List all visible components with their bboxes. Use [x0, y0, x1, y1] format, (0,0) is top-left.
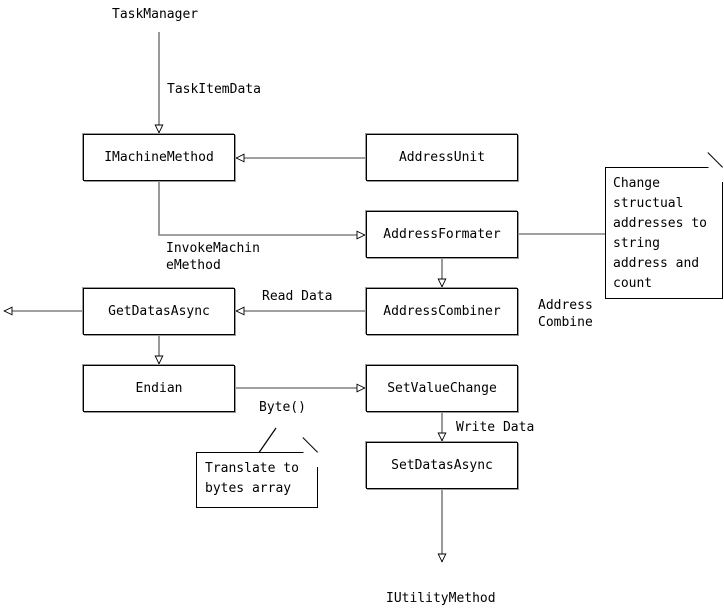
- node-getdatasasync[interactable]: GetDatasAsync: [83, 288, 235, 335]
- label-invokemachinemethod: InvokeMachin eMethod: [166, 241, 260, 273]
- node-endian[interactable]: Endian: [83, 365, 235, 412]
- note-outline: [605, 167, 723, 299]
- node-setdatasasync[interactable]: SetDatasAsync: [366, 442, 518, 489]
- note-text: Change structual addresses to string add…: [613, 176, 707, 291]
- note-fold-icon: [708, 167, 723, 182]
- label-readdata: Read Data: [262, 289, 333, 304]
- node-imachinemethod[interactable]: IMachineMethod: [83, 134, 235, 181]
- note-translate-bytes[interactable]: Translate to bytes array: [196, 437, 318, 508]
- label-writedata: Write Data: [456, 420, 535, 435]
- edge-imachinemethod-to-addressformater: [158, 181, 365, 235]
- label-addresscombine: Address Combine: [538, 298, 593, 330]
- label-bytecall: Byte(): [259, 400, 306, 415]
- label-taskitemdata: TaskItemData: [167, 82, 261, 97]
- node-setvaluechange[interactable]: SetValueChange: [366, 365, 518, 412]
- note-fold-icon: [303, 452, 318, 467]
- node-label: AddressCombiner: [383, 304, 501, 319]
- note-text: Translate to bytes array: [205, 461, 299, 496]
- node-label: SetValueChange: [387, 381, 497, 396]
- label-iutilitymethod: IUtilityMethod: [386, 591, 496, 606]
- node-label: AddressUnit: [398, 150, 486, 165]
- node-addresscombiner[interactable]: AddressCombiner: [366, 288, 518, 335]
- node-label: Endian: [135, 381, 183, 396]
- node-label: SetDatasAsync: [391, 458, 493, 473]
- node-label: GetDatasAsync: [108, 304, 210, 319]
- edge-bytecall-to-note: [257, 427, 277, 455]
- note-address-change[interactable]: Change structual addresses to string add…: [605, 152, 723, 299]
- node-addressformater[interactable]: AddressFormater: [366, 211, 518, 258]
- note-outline: [196, 452, 318, 508]
- node-label: AddressFormater: [383, 227, 501, 242]
- node-label: IMachineMethod: [104, 150, 214, 165]
- node-addressunit[interactable]: AddressUnit: [366, 134, 518, 181]
- label-taskmanager: TaskManager: [112, 7, 199, 22]
